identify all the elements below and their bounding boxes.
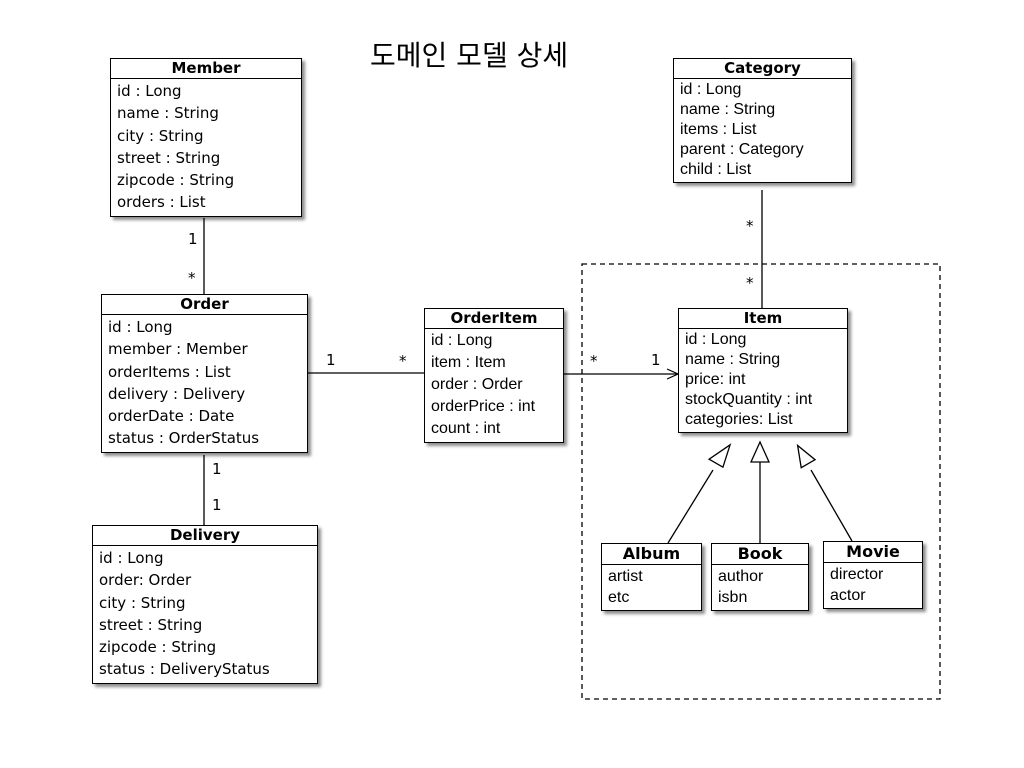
class-item: Item id : Long name : String price: int … [678,308,848,433]
class-album: Album artist etc [601,543,702,611]
item-hierarchy-boundary [581,263,941,700]
movie-inheritance-arrow [796,443,817,469]
class-attribute: count : int [431,420,501,437]
class-attribute: child : List [680,161,752,178]
class-attribute: items : List [680,121,757,138]
class-header: Member [111,59,301,79]
diagram-title: 도메인 모델 상세 [370,39,569,72]
multiplicity-label: * [746,274,754,292]
album-inheritance-link [667,469,714,544]
multiplicity-label: * [590,352,598,370]
class-attribute: stockQuantity : int [685,391,813,408]
class-attribute: name : String [117,104,219,123]
class-attribute: status : DeliveryStatus [99,660,270,679]
class-attribute: zipcode : String [99,638,217,657]
class-header: Category [674,59,851,79]
class-attribute: id : Long [680,81,742,98]
class-attribute: zipcode : String [117,171,235,190]
class-attribute: orderPrice : int [431,398,536,415]
class-attribute: categories: List [685,411,793,428]
class-attribute: order: Order [99,571,192,590]
class-attribute: name : String [685,351,781,368]
class-attribute: price: int [685,371,746,388]
class-header: Book [712,544,808,565]
class-header: Movie [824,542,922,563]
class-attribute: id : Long [108,318,173,336]
class-orderitem: OrderItem id : Long item : Item order : … [424,308,564,443]
multiplicity-label: * [188,269,196,287]
multiplicity-label: * [746,217,754,235]
class-attribute: id : Long [685,331,747,348]
class-header: Order [102,295,307,315]
class-attribute: orderDate : Date [108,407,235,426]
class-attribute: city : String [99,593,186,612]
class-category: Category id : Long name : String items :… [673,58,852,183]
class-attribute: author [718,568,764,585]
book-inheritance-arrow [749,440,771,463]
multiplicity-label: * [399,352,407,370]
class-attribute: street : String [99,615,203,634]
class-header: Album [602,544,701,565]
class-attribute: orders : List [117,193,206,212]
class-attribute: actor [830,587,866,604]
class-attribute: city : String [117,126,204,145]
multiplicity-label: 1 [212,460,222,478]
class-attribute: artist [608,568,643,585]
class-attribute: id : Long [431,332,493,349]
class-attribute: member : Member [108,340,248,359]
class-attribute: name : String [680,101,776,118]
class-book: Book author isbn [711,543,809,611]
class-header: Delivery [93,526,317,546]
movie-inheritance-link [810,469,853,542]
class-attribute: director [830,566,884,583]
class-member: Member id : Long name : String city : St… [110,58,302,217]
multiplicity-label: 1 [212,496,222,514]
class-header: Item [679,309,847,329]
class-attribute: item : Item [431,354,506,371]
class-order: Order id : Long member : Member orderIte… [101,294,308,453]
multiplicity-label: 1 [651,351,661,369]
class-movie: Movie director actor [823,541,923,609]
class-header: OrderItem [425,309,563,329]
class-attribute: orderItems : List [108,362,231,381]
multiplicity-label: 1 [326,351,336,369]
class-attribute: isbn [718,589,748,606]
class-attribute: order : Order [431,376,523,393]
class-attribute: etc [608,589,630,606]
class-delivery: Delivery id : Long order: Order city : S… [92,525,318,684]
class-attribute: delivery : Delivery [108,384,246,403]
class-attribute: status : OrderStatus [108,429,260,448]
class-attribute: id : Long [99,549,164,567]
class-attribute: street : String [117,148,221,167]
multiplicity-label: 1 [188,230,198,248]
album-inheritance-arrow [707,443,732,469]
class-attribute: id : Long [117,82,182,100]
class-attribute: parent : Category [680,141,804,158]
